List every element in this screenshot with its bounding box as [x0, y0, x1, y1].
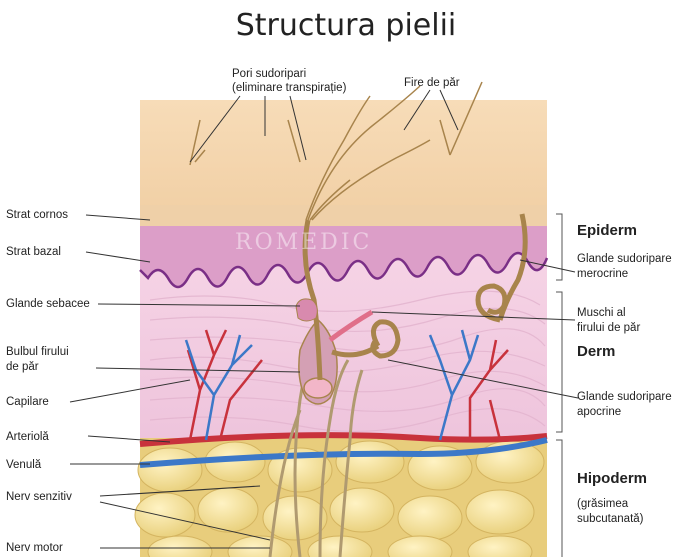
label-glande-sebacee: Glande sebacee — [6, 297, 90, 311]
label-strat-bazal: Strat bazal — [6, 245, 61, 259]
label-apocrine-line2: apocrine — [577, 405, 621, 419]
label-pori-line2: (eliminare transpirație) — [232, 81, 346, 95]
label-hipoderm: Hipoderm — [577, 470, 647, 487]
label-grasime-line1: (grăsimea — [577, 497, 628, 511]
label-fire: Fire de păr — [404, 76, 460, 90]
label-nerv-motor: Nerv motor — [6, 541, 63, 555]
label-muschi-line2: firului de păr — [577, 321, 640, 335]
stratum-corneum — [140, 205, 547, 227]
label-venula: Venulă — [6, 458, 41, 472]
label-apocrine-line1: Glande sudoripare — [577, 390, 672, 404]
label-strat-cornos: Strat cornos — [6, 208, 68, 222]
label-derm: Derm — [577, 343, 615, 360]
label-merocrine-line2: merocrine — [577, 267, 628, 281]
label-arteriola: Arteriolă — [6, 430, 49, 444]
label-merocrine-line1: Glande sudoripare — [577, 252, 672, 266]
sebaceous-gland — [296, 299, 317, 321]
label-epiderm: Epiderm — [577, 222, 637, 239]
label-bulbul-line2: de păr — [6, 360, 39, 374]
label-capilare: Capilare — [6, 395, 49, 409]
label-bulbul-line1: Bulbul firului — [6, 345, 69, 359]
layer-brackets — [556, 214, 562, 557]
epidermis-surface — [140, 100, 547, 220]
label-nerv-senzitiv: Nerv senzitiv — [6, 490, 72, 504]
label-muschi-line1: Muschi al — [577, 306, 626, 320]
watermark: ROMEDIC — [235, 230, 372, 255]
label-pori-line1: Pori sudoripari — [232, 67, 306, 81]
label-grasime-line2: subcutanată) — [577, 512, 644, 526]
